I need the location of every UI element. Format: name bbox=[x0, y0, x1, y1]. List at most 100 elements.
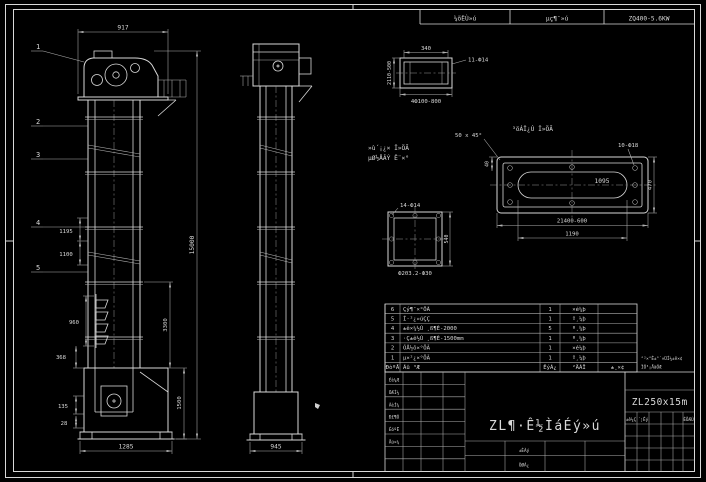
detail-square-flange: 14-Ф14 540 Ф203.2-Ф30 bbox=[382, 203, 453, 277]
dim-section: 3300 bbox=[163, 318, 169, 331]
dim-b-length: 21400-600 bbox=[557, 219, 587, 225]
table-row: 4 ±ê×¼½Ú ¸ß¶È-2000 5 º¸¼þ bbox=[391, 324, 587, 332]
balloon-labels: 1 2 3 4 5 bbox=[31, 43, 88, 273]
table-row: 5 Í·²¿»úÇÇ 1 º¸¼þ bbox=[391, 315, 587, 323]
balloon-4: 4 bbox=[36, 219, 40, 227]
row2-name: Í·²¿»úÇÇ bbox=[403, 315, 430, 323]
title-strip: ¼õËÙ»ú µç¶¯»ú ZQ400-5.6KW bbox=[419, 9, 695, 25]
model-number: ZL250x15m bbox=[632, 397, 688, 408]
dim-d1: 1195 bbox=[59, 229, 72, 235]
table-row: 2 ÕÅ½ô×°ÖÃ 1 ×é¼þ bbox=[391, 345, 587, 352]
row2-qty: 1 bbox=[548, 317, 551, 323]
row6-no: 1 bbox=[391, 355, 394, 361]
detail-top-plate: 340 11-Ф14 2110-500 4Ф100-800 »ù´¡¿× Î»Ö… bbox=[368, 46, 489, 162]
sheet-frame bbox=[5, 4, 701, 478]
header-name: Ãû ³Æ bbox=[403, 364, 420, 371]
balloon-1: 1 bbox=[36, 43, 40, 51]
dim-b-chamfer: 50 x 45° bbox=[455, 133, 482, 139]
dim-a-bottom: 4Ф100-800 bbox=[411, 99, 441, 105]
header-qty: ÊýÁ¿ bbox=[543, 363, 556, 371]
table-row: 6 Çý¶¯×°ÖÃ 1 ×é¼þ bbox=[391, 306, 587, 313]
strip-cell-reducer: ¼õËÙ»ú bbox=[454, 14, 477, 23]
dim-d3: 368 bbox=[56, 355, 67, 361]
row4-material: º¸¼þ bbox=[572, 335, 586, 342]
row1-qty: 1 bbox=[548, 307, 551, 313]
table-row: 1 µ×²¿×°ÖÃ 1 º¸¼þ bbox=[391, 354, 587, 361]
dim-d2: 1100 bbox=[59, 252, 72, 258]
balloon-3: 3 bbox=[36, 151, 40, 159]
dim-c-bottom: Ф203.2-Ф30 bbox=[398, 271, 432, 277]
strip-cell-model: ZQ400-5.6KW bbox=[629, 16, 670, 23]
field-weight: ÖØÁ¿ bbox=[519, 462, 530, 469]
dim-c-side: 540 bbox=[444, 234, 450, 243]
row3-qty: 5 bbox=[548, 326, 551, 332]
sig-label-trace: ÃèÍ¼ bbox=[389, 400, 400, 408]
strip-cell-motor: µç¶¯»ú bbox=[546, 15, 569, 23]
header-note: ±¸×¢ bbox=[611, 365, 624, 371]
row5-material: ×é¼þ bbox=[572, 345, 586, 352]
row4-qty: 1 bbox=[548, 336, 551, 342]
table-row: 3 ·Ç±ê½Ú ¸ß¶È-1500mm 1 º¸¼þ bbox=[391, 334, 587, 342]
row1-material: ×é¼þ bbox=[572, 306, 586, 313]
row5-qty: 1 bbox=[548, 346, 551, 352]
row2-no: 5 bbox=[391, 317, 394, 323]
front-view-dimensions: 917 15000 3300 1500 1195 1100 960 368 13… bbox=[56, 25, 201, 454]
dim-head-width: 917 bbox=[117, 25, 128, 32]
general-note-1: °²×°Ê±°´×ÜÍ¼±ê×¢ bbox=[641, 354, 683, 362]
row2-material: º¸¼þ bbox=[572, 316, 586, 323]
row1-no: 6 bbox=[391, 307, 394, 313]
row5-name: ÕÅ½ô×°ÖÃ bbox=[403, 345, 431, 352]
sig-label-approve: Åú×¼ bbox=[389, 439, 400, 446]
row3-material: º¸¼þ bbox=[572, 325, 586, 332]
general-note-2: ÏÖ³¡ÅäÖÆ bbox=[641, 364, 662, 371]
detail-a-note-2: µØ½ÅÂÝ Ë¨×° bbox=[368, 153, 409, 162]
bucket-chain bbox=[95, 294, 109, 348]
head-pulley bbox=[104, 63, 128, 87]
dim-c-holes: 14-Ф14 bbox=[400, 203, 421, 209]
sig-label-draw: ÖÆÍ¼ bbox=[389, 388, 400, 396]
dim-b-height: 470 bbox=[648, 180, 654, 190]
sig-label-design: Éè¼Æ bbox=[389, 376, 400, 384]
balloon-5: 5 bbox=[36, 264, 40, 272]
detail-a-note-1: »ù´¡¿× Î»ÖÃ bbox=[368, 143, 409, 152]
row4-name: ·Ç±ê½Ú ¸ß¶È-1500mm bbox=[403, 334, 464, 342]
row3-name: ±ê×¼½Ú ¸ß¶È-2000 bbox=[403, 324, 457, 332]
dim-d5: 28 bbox=[61, 421, 68, 427]
balloon-2: 2 bbox=[36, 118, 40, 126]
side-view: 945 bbox=[240, 43, 320, 454]
dim-total-height: 15000 bbox=[189, 235, 196, 254]
dim-b-edge: 40 bbox=[485, 161, 491, 167]
row6-material: º¸¼þ bbox=[572, 354, 586, 361]
row6-name: µ×²¿×°ÖÃ bbox=[403, 354, 431, 361]
dim-bucket-pitch: 960 bbox=[69, 320, 79, 326]
motor-side bbox=[298, 57, 312, 75]
row5-no: 2 bbox=[391, 346, 394, 352]
dim-b-slot: 1095 bbox=[595, 178, 610, 185]
row4-no: 3 bbox=[391, 336, 394, 342]
table-header-row: ÐòºÅ Ãû ³Æ ÊýÁ¿ ²ÄÁÏ ±¸×¢ bbox=[386, 363, 624, 371]
ink-artifact bbox=[315, 403, 320, 409]
title-block: Éè¼Æ ÖÆÍ¼ ÃèÍ¼ Ð£¶Ô ÉóºË Åú×¼ ZL¶·Ê½ÌáÉý… bbox=[384, 304, 695, 472]
detail-b-note: ³öÁÏ¿Ú Î»ÖÃ bbox=[512, 124, 553, 133]
front-view bbox=[77, 50, 187, 440]
dim-b-inner: 1190 bbox=[565, 232, 578, 238]
sig-label-review: ÉóºË bbox=[389, 425, 400, 433]
dim-b-holes: 10-Ф18 bbox=[618, 143, 639, 149]
header-no: ÐòºÅ bbox=[386, 364, 400, 371]
detail-flange-plate: 1095 10-Ф18 50 x 45° ³öÁÏ¿Ú Î»ÖÃ 40 470 … bbox=[455, 124, 657, 241]
dim-a-width: 340 bbox=[421, 46, 431, 52]
rev-label-mark: ±ê¼Ç bbox=[626, 416, 637, 423]
row6-qty: 1 bbox=[548, 355, 551, 361]
dim-base-width: 1285 bbox=[119, 444, 134, 451]
drawing-title: ZL¶·Ê½ÌáÉý»ú bbox=[489, 418, 601, 434]
rev-label-count: ´¦Êý bbox=[638, 415, 649, 423]
row3-no: 4 bbox=[391, 326, 395, 332]
field-scale: ±ÈÀý bbox=[519, 446, 530, 454]
parts-table: 6 Çý¶¯×°ÖÃ 1 ×é¼þ 5 Í·²¿»úÇÇ 1 º¸¼þ 4 ±ê… bbox=[384, 303, 683, 373]
dim-d4: 135 bbox=[58, 404, 68, 410]
dim-a-side: 2110-500 bbox=[387, 61, 393, 85]
sig-label-check: Ð£¶Ô bbox=[389, 414, 400, 421]
header-material: ²ÄÁÏ bbox=[572, 364, 585, 371]
